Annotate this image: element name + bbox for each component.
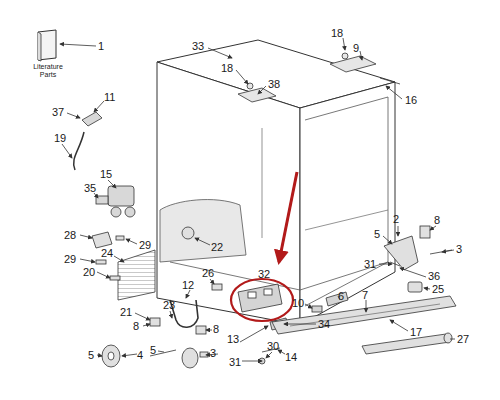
water-valve bbox=[74, 112, 135, 217]
callout-number: 34 bbox=[318, 318, 330, 330]
callout-number: 5 bbox=[88, 349, 94, 361]
callout-number: 5 bbox=[374, 228, 380, 240]
callout-number: 31 bbox=[364, 258, 376, 270]
callout-number: 25 bbox=[432, 283, 444, 295]
literature-icon bbox=[38, 30, 56, 61]
callout-number: 2 bbox=[393, 213, 399, 225]
callout-number: 13 bbox=[227, 333, 239, 345]
callout-number: 8 bbox=[213, 323, 219, 335]
callout-number: 8 bbox=[434, 214, 440, 226]
leader-lines bbox=[60, 38, 455, 361]
callout-number: 4 bbox=[137, 349, 143, 361]
callout-number: 35 bbox=[84, 182, 96, 194]
callout-number: 3 bbox=[456, 243, 462, 255]
right-parts bbox=[272, 226, 456, 354]
callout-number: 31 bbox=[229, 356, 241, 368]
cabinet bbox=[157, 40, 395, 325]
callout-number: 30 bbox=[267, 340, 279, 352]
callout-number: 12 bbox=[182, 279, 194, 291]
callout-number: 38 bbox=[268, 78, 280, 90]
part-caption: Literature Parts bbox=[28, 63, 68, 79]
callout-number: 24 bbox=[101, 247, 113, 259]
callout-number: 7 bbox=[362, 289, 368, 301]
callout-number: 33 bbox=[192, 40, 204, 52]
callout-number: 17 bbox=[410, 326, 422, 338]
callout-number: 15 bbox=[100, 168, 112, 180]
callout-number: 32 bbox=[258, 268, 270, 280]
callout-number: 23 bbox=[163, 299, 175, 311]
callout-number: 1 bbox=[98, 40, 104, 52]
callout-number: 9 bbox=[353, 42, 359, 54]
callout-number: 26 bbox=[202, 267, 214, 279]
callout-number: 8 bbox=[133, 320, 139, 332]
callout-number: 37 bbox=[52, 106, 64, 118]
callout-number: 6 bbox=[338, 290, 344, 302]
callout-number: 18 bbox=[331, 27, 343, 39]
callout-number: 29 bbox=[139, 239, 151, 251]
callout-number: 22 bbox=[211, 241, 223, 253]
callout-number: 29 bbox=[64, 253, 76, 265]
callout-number: 27 bbox=[457, 333, 469, 345]
callout-number: 5 bbox=[150, 344, 156, 356]
hinges bbox=[238, 53, 400, 102]
callout-number: 28 bbox=[64, 229, 76, 241]
callout-number: 21 bbox=[120, 306, 132, 318]
highlight bbox=[231, 172, 297, 321]
callout-number: 14 bbox=[285, 351, 297, 363]
callout-number: 11 bbox=[104, 91, 115, 103]
callout-number: 36 bbox=[428, 270, 440, 282]
callout-number: 16 bbox=[405, 94, 417, 106]
callout-number: 3 bbox=[210, 347, 216, 359]
callout-number: 18 bbox=[221, 62, 233, 74]
callout-number: 19 bbox=[54, 132, 66, 144]
callout-number: 20 bbox=[83, 266, 95, 278]
small-parts bbox=[92, 227, 222, 368]
callout-number: 10 bbox=[292, 297, 304, 309]
